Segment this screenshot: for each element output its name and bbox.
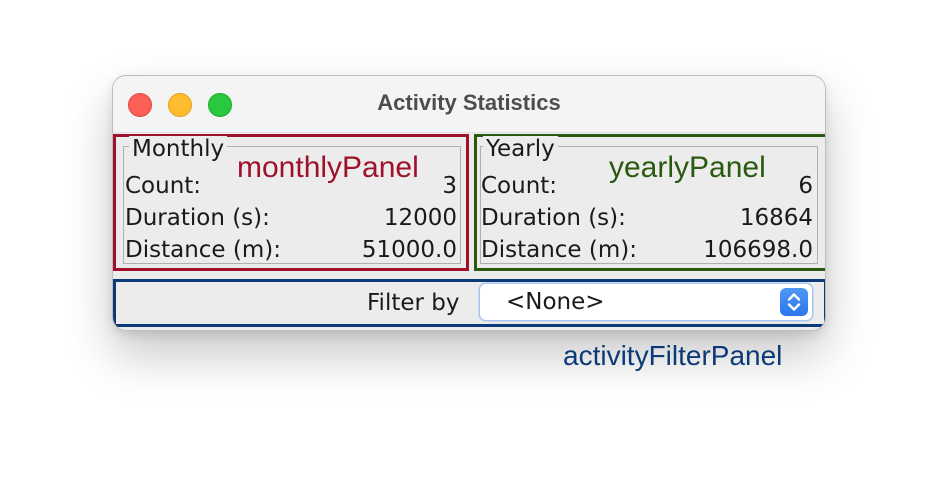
yearly-distance-label: Distance (m): (481, 237, 637, 263)
yearly-group-box (480, 146, 818, 264)
title-bar[interactable]: Activity Statistics (113, 76, 825, 133)
monthly-count-row: Count: 3 (125, 171, 457, 201)
up-down-chevron-icon[interactable] (780, 288, 808, 316)
monthly-panel-outline (113, 134, 469, 271)
activity-filter-panel-outline (113, 279, 825, 327)
activity-filter-panel-annotation: activityFilterPanel (563, 340, 783, 371)
monthly-count-value: 3 (442, 173, 457, 199)
yearly-panel-annotation: yearlyPanel (609, 151, 766, 184)
monthly-panel-annotation: monthlyPanel (237, 151, 419, 184)
yearly-distance-value: 106698.0 (703, 237, 813, 263)
yearly-count-row: Count: 6 (481, 171, 813, 201)
filter-by-label: Filter by (367, 290, 460, 316)
monthly-distance-value: 51000.0 (361, 237, 457, 263)
activity-statistics-window: Activity Statistics Monthly monthlyPanel… (112, 75, 826, 331)
yearly-count-label: Count: (481, 173, 558, 199)
yearly-duration-value: 16864 (739, 205, 813, 231)
yearly-group-title: Yearly (483, 136, 558, 162)
filter-select[interactable]: <None> (479, 283, 813, 321)
yearly-count-value: 6 (798, 173, 813, 199)
yearly-duration-row: Duration (s): 16864 (481, 203, 813, 233)
yearly-panel-outline (474, 134, 825, 271)
monthly-count-label: Count: (125, 173, 202, 199)
monthly-duration-label: Duration (s): (125, 205, 270, 231)
monthly-group-box (123, 146, 461, 264)
monthly-duration-value: 12000 (383, 205, 457, 231)
filter-select-value: <None> (506, 289, 605, 315)
minimize-icon[interactable] (168, 93, 192, 117)
monthly-duration-row: Duration (s): 12000 (125, 203, 457, 233)
close-icon[interactable] (128, 93, 152, 117)
yearly-distance-row: Distance (m): 106698.0 (481, 235, 813, 265)
monthly-distance-label: Distance (m): (125, 237, 281, 263)
yearly-duration-label: Duration (s): (481, 205, 626, 231)
maximize-icon[interactable] (208, 93, 232, 117)
monthly-distance-row: Distance (m): 51000.0 (125, 235, 457, 265)
window-title: Activity Statistics (377, 90, 561, 115)
monthly-group-title: Monthly (129, 136, 228, 162)
